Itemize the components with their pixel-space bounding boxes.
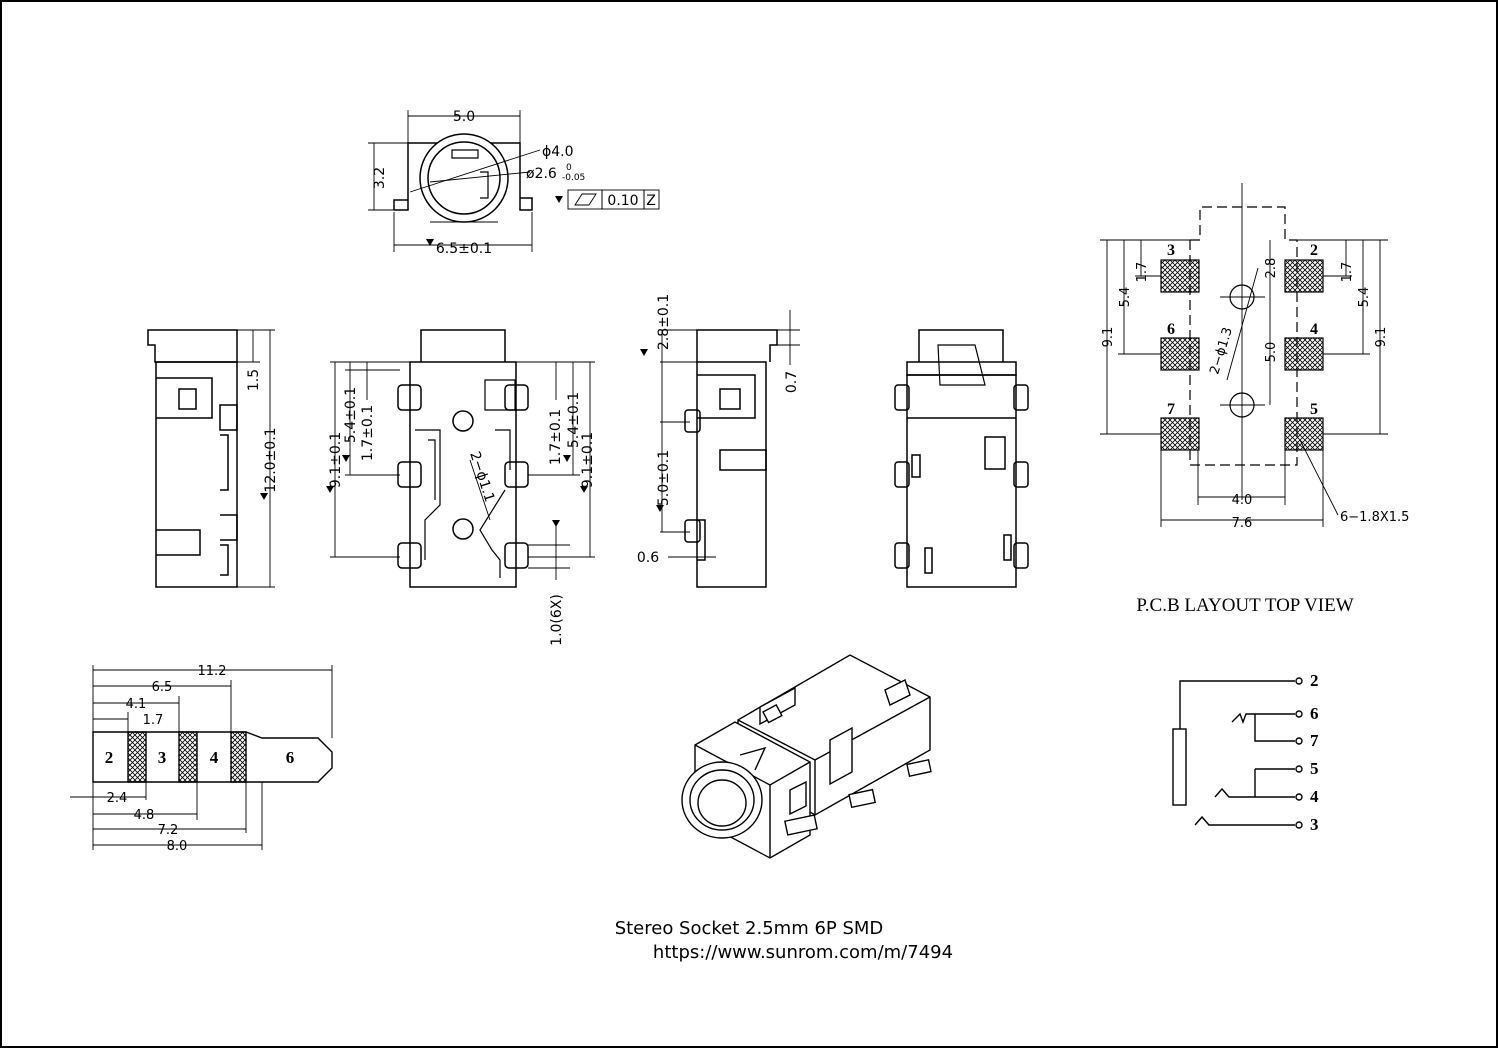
side-view <box>640 310 800 588</box>
bottom-right-a-dim: 1.7±0.1 <box>548 409 564 465</box>
inner-tol-lower: -0.05 <box>562 173 585 183</box>
schematic-pin-6: 6 <box>1310 704 1319 723</box>
pcb-right-c-dim: 1.7 <box>1340 262 1355 283</box>
pcb-center-dim: 5.0 <box>1264 342 1279 363</box>
plug-segment-6: 6 <box>286 748 295 767</box>
pcb-pad-label-6: 6 <box>1167 321 1175 338</box>
pcb-holes-dim: 2−ϕ1.3 <box>1207 326 1236 377</box>
datum-label: Z <box>646 193 656 209</box>
side-spacing-dim: 5.0±0.1 <box>656 450 672 506</box>
pcb-pad-2 <box>1284 259 1324 293</box>
pcb-left-c-dim: 1.7 <box>1135 262 1150 283</box>
plug-dim-6-5: 6.5 <box>152 680 173 695</box>
pcb-outer-width-dim: 7.6 <box>1232 516 1253 531</box>
pcb-pad-4 <box>1284 337 1324 371</box>
left-top-dim: 1.5 <box>246 369 262 391</box>
plug-diagram <box>70 665 333 850</box>
pcb-hole-spacing-dim: 2.8 <box>1264 258 1279 279</box>
pcb-pad-label-2: 2 <box>1310 242 1318 259</box>
plug-dim-11-2: 11.2 <box>198 664 227 679</box>
inner-diameter-dim: ø2.6 <box>526 166 557 182</box>
pcb-pad-label-7: 7 <box>1167 401 1175 418</box>
pcb-pad-label-5: 5 <box>1310 401 1318 418</box>
side-offset-dim: 0.7 <box>784 371 800 393</box>
bottom-right-c-dim: 9.1±0.1 <box>580 432 596 488</box>
schematic-pin-7: 7 <box>1310 731 1319 750</box>
pcb-pad-label-4: 4 <box>1310 321 1318 338</box>
pcb-pad-label-3: 3 <box>1167 242 1175 259</box>
pcb-pad-size-dim: 6−1.8X1.5 <box>1340 510 1409 525</box>
front-height-dim: 3.2 <box>372 167 388 189</box>
pcb-pad-7 <box>1160 417 1200 451</box>
pcb-left-b-dim: 5.4 <box>1118 287 1133 308</box>
plug-dim-1-7: 1.7 <box>143 713 164 728</box>
pcb-layout-title: P.C.B LAYOUT TOP VIEW <box>1136 595 1353 616</box>
schematic-pin-4: 4 <box>1310 787 1319 806</box>
plug-dim-8-0: 8.0 <box>167 839 188 854</box>
isometric-view <box>681 654 932 859</box>
schematic-pin-2: 2 <box>1310 671 1319 690</box>
pcb-left-a-dim: 9.1 <box>1101 327 1116 348</box>
plug-dim-4-8: 4.8 <box>134 808 155 823</box>
bottom-pad-dim: 1.0(6X) <box>549 594 565 646</box>
pcb-pad-5 <box>1284 417 1324 451</box>
plug-dim-2-4: 2.4 <box>107 791 128 806</box>
pcb-inner-width-dim: 4.0 <box>1232 493 1253 508</box>
inner-tol-upper: 0 <box>566 163 572 173</box>
schematic-pin-3: 3 <box>1310 815 1319 834</box>
front-width-dim: 5.0 <box>453 109 475 125</box>
bottom-left-b-dim: 5.4±0.1 <box>343 387 359 443</box>
side-top-dim: 2.8±0.1 <box>656 294 672 350</box>
front-view <box>368 110 660 252</box>
bottom-view <box>326 329 595 588</box>
plug-dim-4-1: 4.1 <box>126 697 147 712</box>
bottom-left-a-dim: 9.1±0.1 <box>328 432 344 488</box>
left-overall-dim: 12.0±0.1 <box>263 427 279 492</box>
plug-segment-3: 3 <box>158 748 167 767</box>
pcb-right-a-dim: 9.1 <box>1374 327 1389 348</box>
pcb-layout <box>1100 183 1388 527</box>
pcb-pad-6 <box>1160 337 1200 371</box>
caption-url[interactable]: https://www.sunrom.com/m/7494 <box>652 942 954 963</box>
pcb-right-b-dim: 5.4 <box>1357 287 1372 308</box>
plug-segment-2: 2 <box>105 748 114 767</box>
plug-segment-4: 4 <box>210 748 219 767</box>
bottom-holes-dim: 2−ϕ1.1 <box>466 449 497 504</box>
pcb-pad-3 <box>1160 259 1200 293</box>
left-side-view <box>147 329 275 588</box>
schematic <box>1172 677 1303 829</box>
rear-view <box>894 329 1029 588</box>
footprint-dim: 6.5±0.1 <box>436 241 492 257</box>
side-pad-dim: 0.6 <box>637 550 659 566</box>
schematic-pin-5: 5 <box>1310 759 1319 778</box>
flatness-value: 0.10 <box>607 193 638 209</box>
bottom-left-c-dim: 1.7±0.1 <box>360 405 376 461</box>
outer-diameter-dim: ϕ4.0 <box>542 144 574 160</box>
bottom-right-b-dim: 5.4±0.1 <box>566 392 582 448</box>
caption-title: Stereo Socket 2.5mm 6P SMD <box>614 918 884 939</box>
plug-dim-7-2: 7.2 <box>158 823 179 838</box>
